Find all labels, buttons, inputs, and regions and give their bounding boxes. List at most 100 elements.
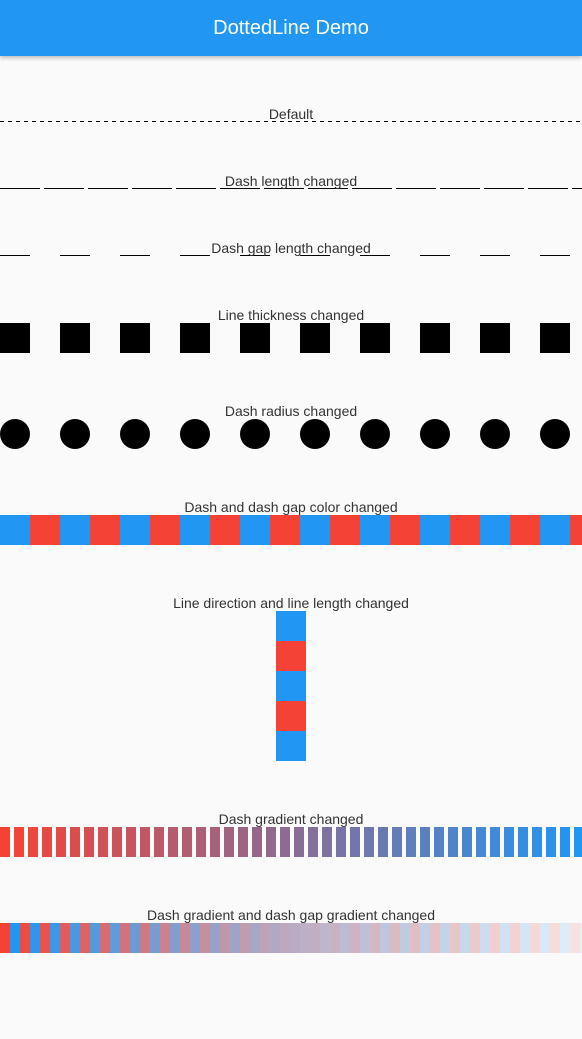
dash — [224, 121, 228, 122]
dash — [128, 121, 132, 122]
dash — [360, 923, 370, 953]
dash — [440, 188, 480, 189]
dash — [520, 923, 530, 953]
dash — [20, 923, 30, 953]
dash — [504, 827, 514, 857]
dash-gap — [90, 515, 120, 545]
dash — [560, 827, 570, 857]
dash — [200, 923, 210, 953]
dash — [546, 827, 556, 857]
dash — [420, 323, 450, 353]
dash — [448, 121, 452, 122]
dash — [8, 121, 12, 122]
dash — [364, 827, 374, 857]
label-dash-length: Dash length changed — [224, 173, 358, 189]
dash — [240, 923, 250, 953]
dash — [560, 121, 564, 122]
dash — [396, 188, 436, 189]
dash — [88, 188, 128, 189]
dash-gap — [370, 923, 380, 953]
dash — [352, 121, 356, 122]
dash — [216, 121, 220, 122]
dash — [408, 121, 412, 122]
dash — [40, 923, 50, 953]
dash — [488, 121, 492, 122]
dash — [448, 827, 458, 857]
dash — [420, 515, 450, 545]
dash — [60, 419, 90, 449]
dash — [0, 419, 30, 449]
dash — [240, 515, 270, 545]
dash — [160, 923, 170, 953]
dash — [14, 827, 24, 857]
dash — [296, 121, 300, 122]
dash — [120, 515, 150, 545]
dash — [60, 515, 90, 545]
dash — [60, 923, 70, 953]
dash — [220, 188, 260, 189]
dash — [336, 121, 340, 122]
dash — [540, 255, 570, 256]
label-default: Default — [268, 106, 314, 122]
dash — [152, 121, 156, 122]
dash-gap — [30, 923, 40, 953]
dash-gap — [150, 923, 160, 953]
dash — [264, 121, 268, 122]
dash-gap — [130, 923, 140, 953]
dash — [552, 121, 556, 122]
dash — [56, 121, 60, 122]
dash — [420, 827, 430, 857]
dash — [276, 731, 306, 761]
dash — [140, 827, 150, 857]
dash — [240, 419, 270, 449]
dash — [350, 827, 360, 857]
dash — [238, 827, 248, 857]
label-thickness: Line thickness changed — [217, 307, 365, 323]
dash — [120, 121, 124, 122]
dash — [84, 827, 94, 857]
dash-gap — [270, 515, 300, 545]
dash — [144, 121, 148, 122]
dash — [280, 121, 284, 122]
dash — [0, 827, 10, 857]
dash — [120, 255, 150, 256]
dash — [540, 419, 570, 449]
dash — [132, 188, 172, 189]
dash-gap — [330, 923, 340, 953]
dash — [120, 923, 130, 953]
dash — [308, 188, 348, 189]
app-title: DottedLine Demo — [213, 16, 369, 39]
dash — [182, 827, 192, 857]
dash — [160, 121, 164, 122]
dash — [16, 121, 20, 122]
dash — [308, 827, 318, 857]
dash — [264, 188, 304, 189]
dash — [420, 255, 450, 256]
dash — [180, 515, 210, 545]
dash-gap — [470, 923, 480, 953]
dash-gap — [190, 923, 200, 953]
dash-gap — [270, 923, 280, 953]
dash — [360, 515, 390, 545]
dash — [104, 121, 108, 122]
dash — [56, 827, 66, 857]
dash — [540, 515, 570, 545]
dash-gap — [410, 923, 420, 953]
dash — [464, 121, 468, 122]
dash — [472, 121, 476, 122]
dash — [518, 827, 528, 857]
dash-gap — [550, 923, 560, 953]
dash-gap — [210, 515, 240, 545]
dash — [300, 419, 330, 449]
dash — [98, 827, 108, 857]
dash — [192, 121, 196, 122]
dash-gap — [450, 923, 460, 953]
dotted-line-dash-length — [0, 188, 582, 189]
dash — [0, 121, 4, 122]
dash — [540, 323, 570, 353]
dash — [456, 121, 460, 122]
dash — [196, 827, 206, 857]
dash-gap — [230, 923, 240, 953]
dash — [580, 923, 582, 953]
dash — [378, 827, 388, 857]
